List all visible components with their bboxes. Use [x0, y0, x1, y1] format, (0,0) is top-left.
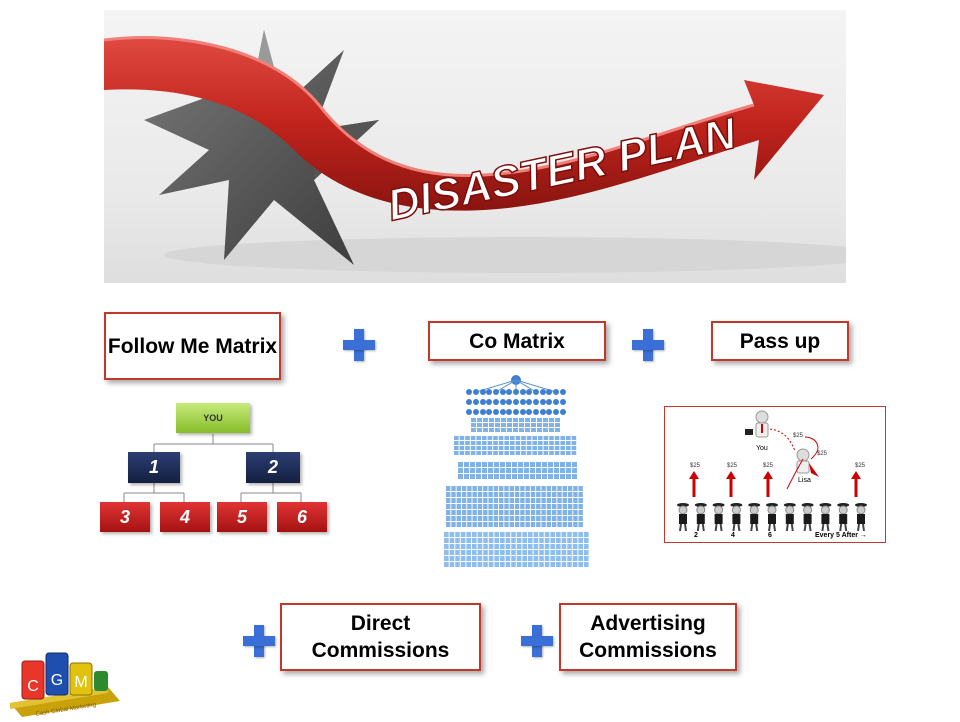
bottom-number: 2	[694, 532, 698, 539]
amount-label: $25	[793, 433, 804, 439]
logo-letter-g: G	[51, 672, 63, 689]
amount-label: $25	[690, 463, 701, 469]
chart-node-level2: 4	[160, 502, 210, 532]
chart-node-level1: 1	[128, 452, 180, 483]
pass-up-label: Pass up	[711, 321, 849, 361]
amount-label: $25	[817, 451, 828, 457]
amount-label: $25	[727, 463, 738, 469]
follow-me-matrix-chart: YOU 1 2 3 4 5 6	[96, 400, 336, 540]
co-matrix-label: Co Matrix	[428, 321, 606, 361]
plus-icon	[521, 625, 553, 657]
hero-banner-text: DISASTER PLAN	[383, 109, 741, 231]
amount-label: $25	[855, 463, 866, 469]
plus-icon	[632, 329, 664, 361]
advertising-commissions-label: Advertising Commissions	[559, 603, 737, 671]
you-label: You	[756, 445, 768, 452]
plus-icon	[343, 329, 375, 361]
plus-icon	[243, 625, 275, 657]
bottom-number: 4	[731, 532, 735, 539]
logo-letter-m: M	[74, 674, 87, 691]
amount-label: $25	[763, 463, 774, 469]
chart-node-level1: 2	[246, 452, 300, 483]
direct-commissions-label: Direct Commissions	[280, 603, 481, 671]
co-matrix-diagram	[438, 374, 594, 576]
logo-letter-c: C	[27, 678, 39, 695]
lisa-label: Lisa	[798, 477, 811, 484]
chart-node-you: YOU	[176, 403, 250, 433]
chart-node-level2: 5	[217, 502, 267, 532]
every-five-after-label: Every 5 After →	[815, 532, 867, 539]
cgm-logo: C G M Cash Global Marketing	[8, 645, 122, 718]
chart-node-level2: 6	[277, 502, 327, 532]
follow-me-matrix-label: Follow Me Matrix	[104, 312, 281, 380]
hero-banner-image: DISASTER PLAN	[104, 10, 846, 283]
bottom-number: 6	[768, 532, 772, 539]
pass-up-diagram: You Lisa $25 $25 $25 $25 $25 $25 2 4 6 E…	[664, 406, 886, 543]
chart-node-level2: 3	[100, 502, 150, 532]
